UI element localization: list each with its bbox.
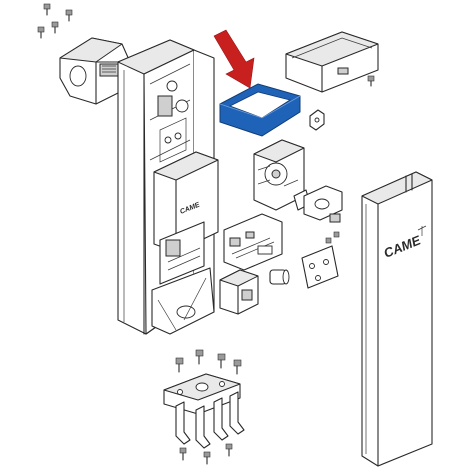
screw [233, 359, 242, 375]
mounting-plate-small [301, 231, 340, 289]
screw [175, 357, 184, 373]
screw [65, 9, 73, 22]
screw [179, 447, 187, 461]
screw [367, 75, 375, 87]
screw [195, 349, 204, 365]
screws-top-left [37, 3, 73, 39]
top-cover [285, 31, 379, 93]
capacitor [269, 269, 290, 285]
bracket-housing [59, 37, 131, 105]
screw [217, 353, 226, 369]
screw [51, 21, 59, 34]
bottom-screws [179, 443, 233, 465]
cover-panel: CAME [361, 171, 433, 467]
screw [37, 26, 45, 39]
pointer-arrow [213, 29, 255, 89]
anchor-brackets [175, 391, 245, 449]
column-internals [151, 221, 215, 335]
small-clip [309, 109, 325, 131]
transformer [219, 269, 259, 315]
gearmotor [253, 139, 311, 211]
highlighted-frame [219, 83, 301, 137]
circuit-board [223, 213, 283, 271]
screw [43, 3, 51, 16]
screw [203, 451, 211, 465]
screw [225, 443, 233, 457]
encoder-motor [303, 185, 343, 223]
anchor-screws [175, 349, 242, 375]
